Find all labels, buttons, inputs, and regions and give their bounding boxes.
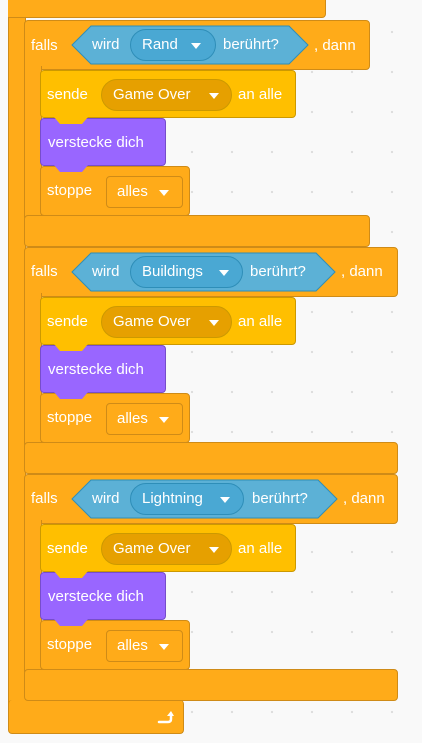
broadcast-message-dropdown[interactable]: Game Over [101, 533, 232, 565]
if-block-1-footer [24, 215, 370, 247]
touching-condition-2[interactable]: wird Buildings berührt? [71, 252, 336, 292]
touching-target-dropdown[interactable]: Rand [130, 29, 216, 61]
forever-loop-top-arm [8, 0, 326, 18]
hide-block-1[interactable]: verstecke dich [40, 118, 166, 166]
broadcast-block-3[interactable]: sende Game Over an alle [40, 524, 296, 572]
broadcast-block-2[interactable]: sende Game Over an alle [40, 297, 296, 345]
stop-block-1[interactable]: stoppe alles [40, 166, 190, 216]
chevron-down-icon [209, 547, 219, 553]
hide-label: verstecke dich [48, 588, 144, 605]
touching-prefix: wird [92, 263, 120, 280]
chevron-down-icon [220, 497, 230, 503]
then-label: , dann [341, 263, 383, 280]
chevron-down-icon [159, 190, 169, 196]
broadcast-message-label: Game Over [113, 86, 191, 103]
broadcast-message-label: Game Over [113, 313, 191, 330]
stop-option-dropdown[interactable]: alles [106, 176, 183, 208]
chevron-down-icon [209, 320, 219, 326]
stop-label: stoppe [47, 409, 93, 426]
stop-option-label: alles [117, 183, 148, 200]
broadcast-label: sende [47, 313, 88, 330]
hide-label: verstecke dich [48, 361, 144, 378]
if-label: falls [31, 490, 58, 507]
touching-condition-3[interactable]: wird Lightning berührt? [71, 479, 338, 519]
chevron-down-icon [209, 93, 219, 99]
then-label: , dann [314, 37, 356, 54]
block-notch [54, 392, 88, 399]
chevron-down-icon [219, 270, 229, 276]
block-notch [54, 619, 88, 626]
touching-suffix: berührt? [223, 36, 279, 53]
hide-block-2[interactable]: verstecke dich [40, 345, 166, 393]
broadcast-label: sende [47, 540, 88, 557]
broadcast-label: sende [47, 86, 88, 103]
forever-loop-footer[interactable] [8, 700, 184, 734]
if-label: falls [31, 37, 58, 54]
stop-option-dropdown[interactable]: alles [106, 630, 183, 662]
hide-label: verstecke dich [48, 134, 144, 151]
block-notch [54, 571, 88, 578]
broadcast-suffix: an alle [238, 540, 283, 557]
stop-block-3[interactable]: stoppe alles [40, 620, 190, 670]
broadcast-block-1[interactable]: sende Game Over an alle [40, 70, 296, 118]
touching-target-label: Rand [142, 36, 178, 53]
broadcast-message-dropdown[interactable]: Game Over [101, 306, 232, 338]
touching-prefix: wird [92, 490, 120, 507]
stop-option-dropdown[interactable]: alles [106, 403, 183, 435]
stop-label: stoppe [47, 636, 93, 653]
stop-label: stoppe [47, 182, 93, 199]
chevron-down-icon [159, 417, 169, 423]
touching-prefix: wird [92, 36, 120, 53]
broadcast-suffix: an alle [238, 86, 283, 103]
stop-option-label: alles [117, 410, 148, 427]
touching-target-dropdown[interactable]: Buildings [130, 256, 243, 288]
stop-option-label: alles [117, 637, 148, 654]
touching-target-label: Lightning [142, 490, 203, 507]
broadcast-message-label: Game Over [113, 540, 191, 557]
touching-target-dropdown[interactable]: Lightning [130, 483, 244, 515]
block-notch [54, 344, 88, 351]
hide-block-3[interactable]: verstecke dich [40, 572, 166, 620]
chevron-down-icon [159, 644, 169, 650]
if-block-3-footer [24, 669, 398, 701]
broadcast-suffix: an alle [238, 313, 283, 330]
stop-block-2[interactable]: stoppe alles [40, 393, 190, 443]
loop-arrow-icon [155, 708, 175, 728]
touching-suffix: berührt? [252, 490, 308, 507]
touching-target-label: Buildings [142, 263, 203, 280]
block-notch [54, 117, 88, 124]
touching-suffix: berührt? [250, 263, 306, 280]
broadcast-message-dropdown[interactable]: Game Over [101, 79, 232, 111]
block-notch [54, 165, 88, 172]
if-block-2-footer [24, 442, 398, 474]
touching-condition-1[interactable]: wird Rand berührt? [71, 25, 309, 65]
if-label: falls [31, 263, 58, 280]
then-label: , dann [343, 490, 385, 507]
chevron-down-icon [191, 43, 201, 49]
